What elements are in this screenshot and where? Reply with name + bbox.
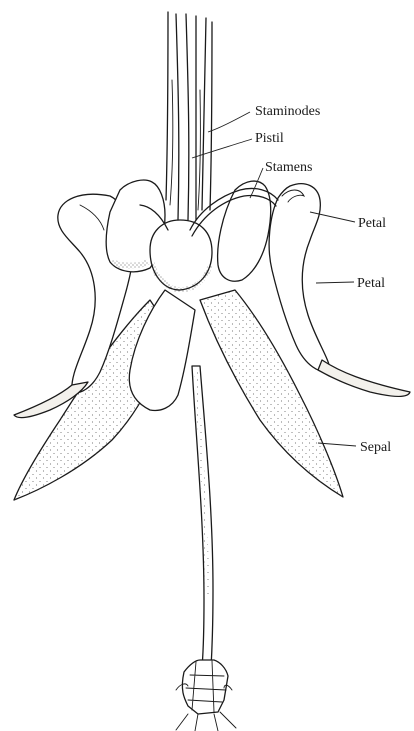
label-petal-upper: Petal (358, 216, 386, 231)
label-sepal: Sepal (360, 440, 391, 455)
label-stamens: Stamens (265, 160, 312, 175)
petal-right-spur (269, 184, 410, 397)
leader-petal-lower (316, 282, 354, 283)
leader-pistil (192, 139, 252, 158)
staminodes (166, 12, 212, 220)
sepal-right (200, 290, 343, 497)
label-petal-lower: Petal (357, 276, 385, 291)
pistil-ovary (150, 220, 212, 290)
label-staminodes: Staminodes (255, 104, 320, 119)
label-pistil: Pistil (255, 131, 284, 146)
leader-staminodes (208, 112, 250, 132)
petal-front-center (129, 290, 195, 410)
stem-base (176, 660, 236, 731)
stem (192, 366, 213, 668)
